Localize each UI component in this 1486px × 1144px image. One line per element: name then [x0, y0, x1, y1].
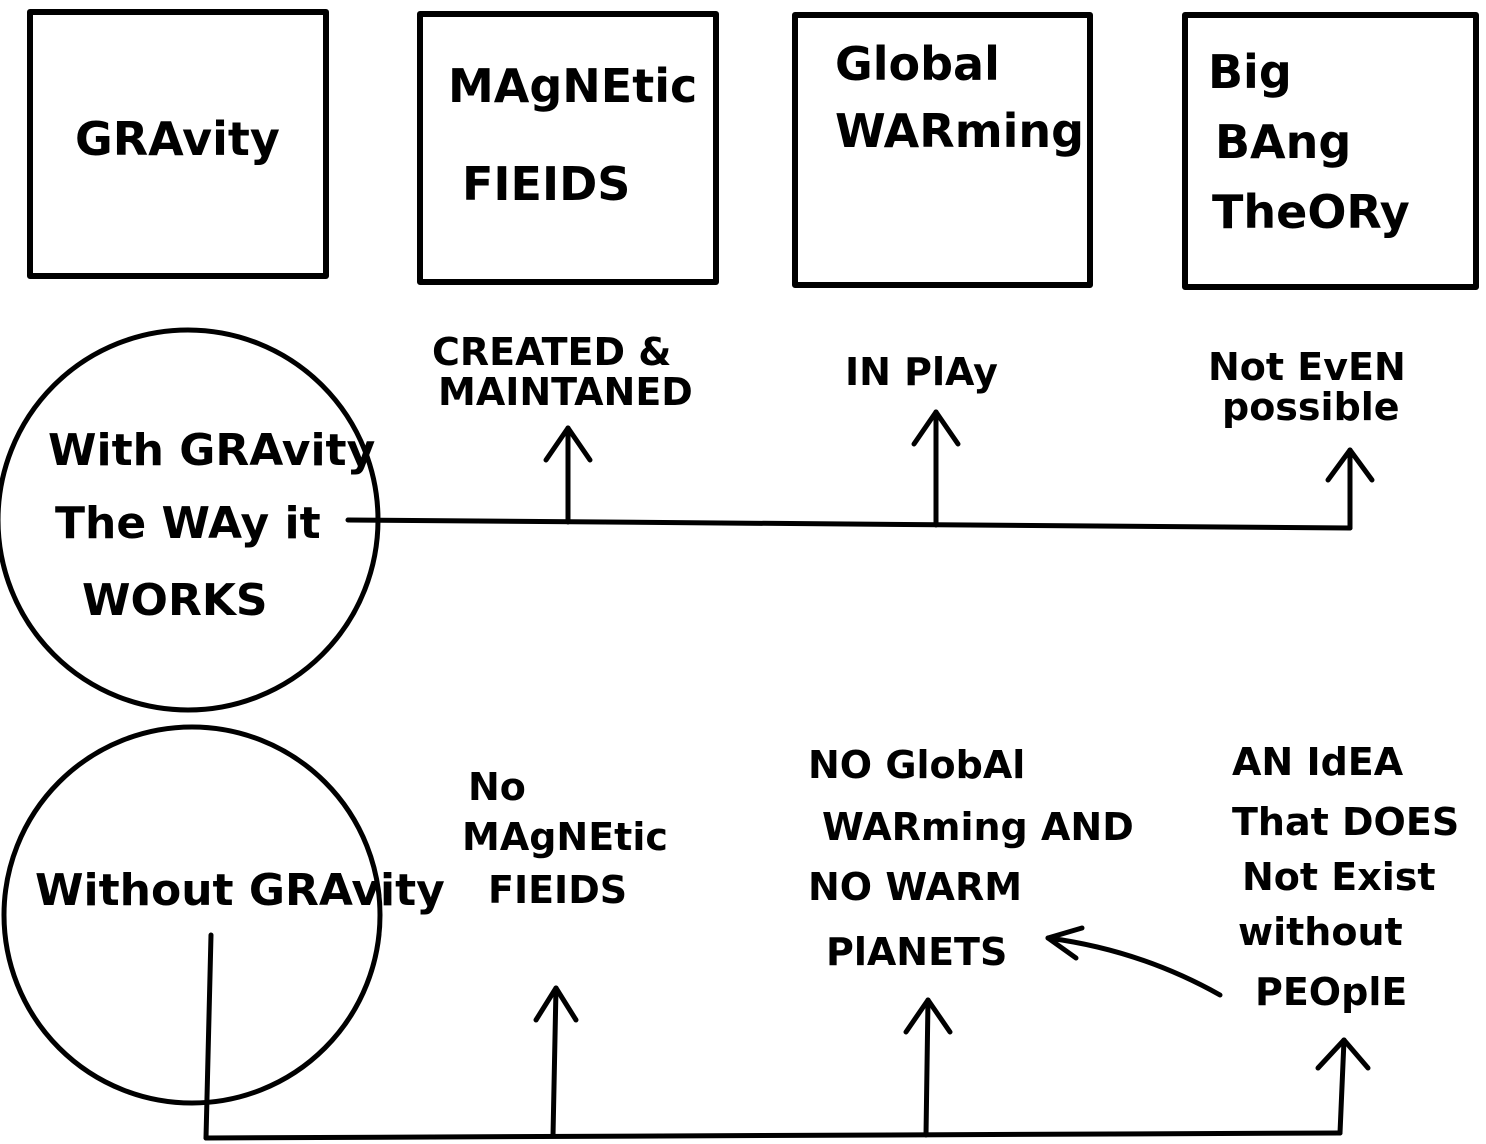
- without-gravity-line-1: Without GRAvity: [35, 865, 445, 916]
- without-gravity-effect-2-line-2: WARming AND: [822, 805, 1134, 849]
- without-gravity-effect-1-line-3: FIEIDS: [488, 868, 627, 912]
- with-gravity-line-1: With GRAvity: [48, 425, 375, 476]
- without-gravity-effect-1-line-1: No: [468, 765, 526, 809]
- with-gravity-effect-1-line-1: CREATED &: [432, 330, 671, 374]
- with-gravity-line-2: The WAy it: [55, 498, 321, 549]
- box-big-bang-theory: Big BAng TheORy: [1182, 12, 1479, 290]
- without-gravity-effect-3-line-2: That DOES: [1232, 800, 1459, 844]
- without-gravity-arrow-1: [533, 985, 579, 1139]
- idea-to-planets-arrow: [1045, 925, 1223, 998]
- box-big-bang-line-2: BAng: [1215, 115, 1351, 169]
- without-gravity-arrow-2: [903, 997, 953, 1138]
- with-gravity-timeline: [345, 517, 1353, 531]
- with-gravity-effect-1-line-2: MAINTANED: [438, 370, 693, 414]
- with-gravity-arrow-3: [1325, 447, 1375, 531]
- without-gravity-effect-2-line-1: NO GlobAl: [808, 743, 1025, 787]
- with-gravity-arrow-1: [543, 425, 593, 525]
- box-gravity-label: GRAvity: [75, 112, 280, 166]
- with-gravity-effect-2-line-1: IN PlAy: [845, 350, 998, 394]
- without-gravity-effect-2-line-4: PlANETS: [826, 930, 1007, 974]
- box-magnetic-fields-line-1: MAgNEtic: [448, 59, 697, 113]
- without-gravity-effect-3-line-3: Not Exist: [1242, 855, 1436, 899]
- without-gravity-section: Without GRAvity No MAgNEtic FIEIDS NO Gl…: [1, 724, 1459, 1141]
- with-gravity-arrow-2: [911, 409, 961, 528]
- without-gravity-effect-3-line-4: without: [1238, 910, 1403, 954]
- box-big-bang-line-3: TheORy: [1212, 185, 1410, 239]
- without-gravity-circle: [1, 724, 383, 1106]
- box-magnetic-fields-line-2: FIEIDS: [462, 157, 630, 211]
- without-gravity-effect-3-line-1: AN IdEA: [1232, 740, 1404, 784]
- concept-boxes: GRAvity MAgNEtic FIEIDS Global WARming B…: [27, 9, 1479, 290]
- with-gravity-section: With GRAvity The WAy it WORKS CREATED & …: [0, 327, 1406, 713]
- box-global-warming: Global WARming: [792, 12, 1093, 288]
- without-gravity-arrow-3: [1315, 1037, 1371, 1136]
- box-magnetic-fields: MAgNEtic FIEIDS: [417, 11, 719, 285]
- with-gravity-line-3: WORKS: [82, 575, 268, 626]
- box-big-bang-line-1: Big: [1208, 45, 1292, 99]
- without-gravity-effect-1-line-2: MAgNEtic: [462, 815, 668, 859]
- without-gravity-effect-2-line-3: NO WARM: [808, 865, 1022, 909]
- with-gravity-effect-3-line-1: Not EvEN: [1208, 345, 1406, 389]
- without-gravity-drop-line: [203, 932, 214, 1141]
- with-gravity-effect-3-line-2: possible: [1222, 385, 1400, 429]
- box-gravity: GRAvity: [27, 9, 329, 279]
- box-global-warming-line-1: Global: [835, 37, 1000, 91]
- without-gravity-effect-3-line-5: PEOplE: [1255, 970, 1407, 1014]
- box-global-warming-line-2: WARming: [835, 104, 1084, 158]
- without-gravity-timeline: [203, 1130, 1343, 1141]
